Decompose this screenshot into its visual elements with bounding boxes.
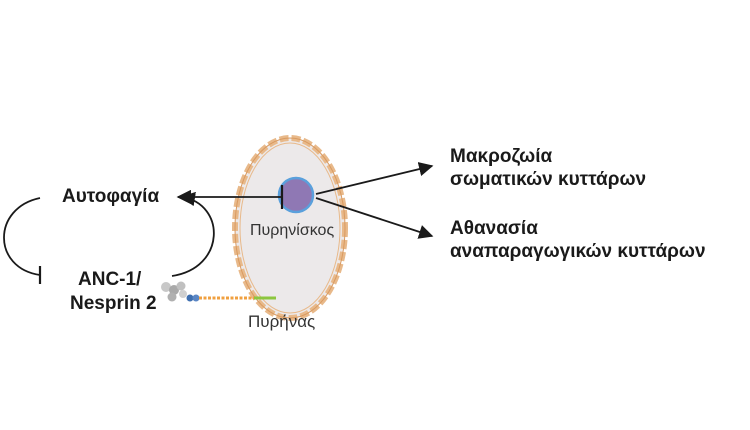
- nucleolus-shape: [277, 176, 315, 214]
- arrow-to-immortality: [315, 197, 434, 239]
- nucleus-label: Πυρήνας: [248, 312, 316, 331]
- arrow-to-longevity: [315, 162, 434, 195]
- immortality-label-line2: αναπαραγωγικών κυττάρων: [450, 241, 706, 262]
- nucleus-shape: [232, 135, 348, 321]
- anc1-label-line1: ANC-1/: [78, 269, 142, 290]
- immortality-label-line1: Αθανασία: [450, 218, 538, 239]
- nucleolus-label: Πυρηνίσκος: [250, 222, 335, 239]
- autophagy-label: Αυτοφαγία: [62, 186, 160, 207]
- anc1-protein-icon: [161, 281, 276, 302]
- anc1-to-autophagy-arrow: [171, 191, 215, 277]
- autophagy-to-anc1-inhibition: [3, 197, 41, 276]
- anc1-label-line2: Nesprin 2: [70, 293, 157, 314]
- longevity-label-line2: σωματικών κυττάρων: [450, 169, 647, 190]
- longevity-label-line1: Μακροζωία: [450, 146, 553, 167]
